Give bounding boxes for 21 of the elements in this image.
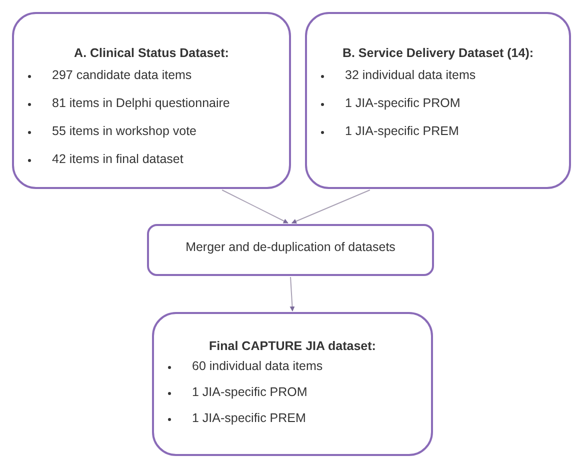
list-item: 81 items in Delphi questionnaire <box>52 96 230 110</box>
box-heading: Final CAPTURE JIA dataset: <box>208 339 377 353</box>
step-text: Merger and de-duplication of datasets <box>184 240 396 254</box>
list-item: 1 JIA-specific PROM <box>192 385 308 399</box>
arrow <box>222 190 288 224</box>
process-box <box>12 12 291 189</box>
arrow <box>291 190 370 224</box>
arrow <box>290 276 295 312</box>
box-heading: B. Service Delivery Dataset (14): <box>341 46 535 60</box>
list-item: 1 JIA-specific PROM <box>345 96 460 110</box>
list-item: 55 items in workshop vote <box>52 124 197 138</box>
box-heading: A. Clinical Status Dataset: <box>73 46 230 60</box>
list-item: 1 JIA-specific PREM <box>192 411 306 425</box>
list-item: 1 JIA-specific PREM <box>345 124 459 138</box>
process-box <box>147 224 434 276</box>
list-item: 32 individual data items <box>345 68 476 82</box>
list-item: 42 items in final dataset <box>52 152 184 166</box>
process-box <box>152 312 433 456</box>
list-item: 60 individual data items <box>192 359 323 373</box>
process-box <box>305 12 571 189</box>
list-item: 297 candidate data items <box>52 68 192 82</box>
